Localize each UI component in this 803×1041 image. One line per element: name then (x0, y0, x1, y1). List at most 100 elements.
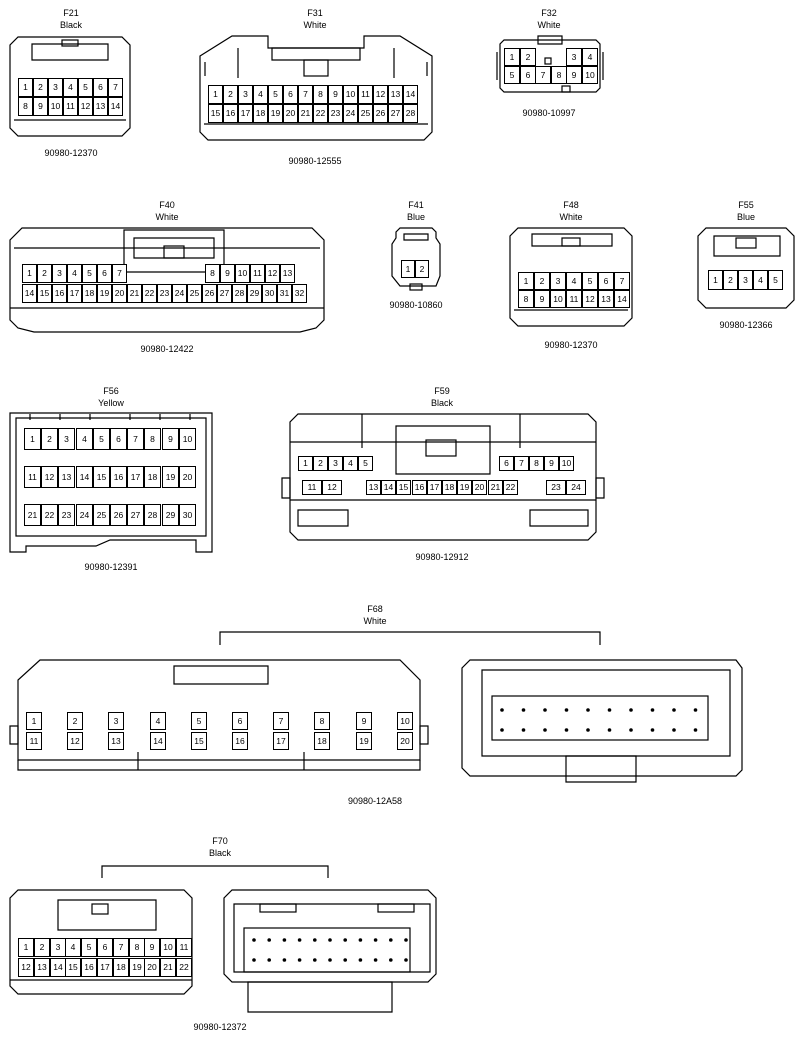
f55-pin: 4 (753, 270, 768, 290)
f68-pin: 10 (397, 712, 413, 730)
f70-part: 90980-12372 (193, 1022, 247, 1032)
f56-pin: 10 (179, 428, 196, 450)
f68-pin: 11 (26, 732, 42, 750)
f31-pin: 25 (358, 104, 373, 123)
f21-pin: 8 (18, 97, 33, 116)
f41-color: Blue (406, 212, 426, 222)
f40-pin: 2 (37, 264, 52, 283)
f32-pin: 5 (504, 66, 520, 84)
f55-pin: 3 (738, 270, 753, 290)
f68-pin: 6 (232, 712, 248, 730)
f21-part: 90980-12370 (44, 148, 98, 158)
f48-pin: 1 (518, 272, 534, 290)
f31-pin: 5 (268, 85, 283, 104)
terminal-dot (343, 938, 348, 942)
terminal-dot (297, 938, 302, 942)
f32-color: White (537, 20, 561, 30)
terminal-dot (629, 728, 633, 732)
f70-pin: 4 (65, 938, 81, 957)
f31-pin: 4 (253, 85, 268, 104)
f40-pin: 12 (265, 264, 280, 283)
f56-color: Yellow (98, 398, 124, 408)
f70-left-housing (9, 889, 193, 995)
f70-pin: 12 (18, 958, 34, 977)
f68-pin: 20 (397, 732, 413, 750)
f31-pin: 8 (313, 85, 328, 104)
f70-pin: 1 (18, 938, 34, 957)
f68-pin: 16 (232, 732, 248, 750)
f31-pin: 1 (208, 85, 223, 104)
f70-color: Black (208, 848, 232, 858)
f31-pin: 28 (403, 104, 418, 123)
f59-pin: 4 (343, 456, 358, 471)
f56-pin: 25 (93, 504, 110, 526)
f31-pin: 23 (328, 104, 343, 123)
f68-pin: 12 (67, 732, 83, 750)
terminal-dot (313, 958, 317, 962)
f56-pin: 5 (93, 428, 110, 450)
f55-pin: 5 (768, 270, 783, 290)
f56-pin: 22 (41, 504, 58, 526)
f32-pin: 9 (566, 66, 582, 84)
f56-pin: 28 (144, 504, 161, 526)
f70-pin: 7 (113, 938, 129, 957)
terminal-dot (543, 708, 547, 712)
f41-housing (391, 227, 441, 291)
f59-pin: 24 (566, 480, 586, 495)
f70-pin: 21 (160, 958, 176, 977)
f59-pin: 13 (366, 480, 381, 495)
f59-part: 90980-12912 (415, 552, 469, 562)
f68-pin: 3 (108, 712, 124, 730)
f48-pin: 2 (534, 272, 550, 290)
f31-pin: 27 (388, 104, 403, 123)
f31-housing (199, 35, 433, 141)
f40-pin: 1 (22, 264, 37, 283)
f21-pin: 7 (108, 78, 123, 97)
f59-id: F59 (434, 386, 450, 396)
f48-pin: 5 (582, 272, 598, 290)
terminal-dot (500, 708, 504, 712)
f70-pin: 8 (129, 938, 145, 957)
f32-housing (496, 35, 604, 93)
f70-pin: 16 (81, 958, 97, 977)
f21-pin: 10 (48, 97, 63, 116)
f40-pin: 8 (205, 264, 220, 283)
terminal-dot (373, 938, 378, 942)
f68-pin: 7 (273, 712, 289, 730)
f40-pin: 23 (157, 284, 172, 303)
f40-pin: 30 (262, 284, 277, 303)
f48-pin: 10 (550, 290, 566, 308)
f40-pin: 9 (220, 264, 235, 283)
f32-pin: 4 (582, 48, 598, 66)
terminal-dot (373, 958, 378, 962)
f70-pin: 13 (34, 958, 50, 977)
f59-pin: 20 (472, 480, 487, 495)
f56-pin: 11 (24, 466, 41, 488)
f48-pin: 8 (518, 290, 534, 308)
f68-pin: 5 (191, 712, 207, 730)
terminal-dot (404, 958, 408, 962)
terminal-dot (358, 938, 363, 942)
f40-pin: 24 (172, 284, 187, 303)
f56-pin: 30 (179, 504, 196, 526)
f40-pin: 28 (232, 284, 247, 303)
f21-pin: 9 (33, 97, 48, 116)
f56-pin: 23 (58, 504, 75, 526)
f68-pin: 14 (150, 732, 166, 750)
f59-pin: 5 (358, 456, 373, 471)
f70-pin: 6 (97, 938, 113, 957)
f68-id: F68 (367, 604, 383, 614)
terminal-dot (313, 938, 317, 942)
f40-pin: 19 (97, 284, 112, 303)
f21-pin: 11 (63, 97, 78, 116)
f41-pin: 1 (401, 260, 415, 278)
terminal-dot (521, 708, 526, 712)
f40-pin: 21 (127, 284, 142, 303)
f40-pin: 27 (217, 284, 232, 303)
f32-pin: 8 (551, 66, 567, 84)
f56-pin: 2 (41, 428, 58, 450)
f40-pin: 3 (52, 264, 67, 283)
f55-part: 90980-12366 (719, 320, 773, 330)
